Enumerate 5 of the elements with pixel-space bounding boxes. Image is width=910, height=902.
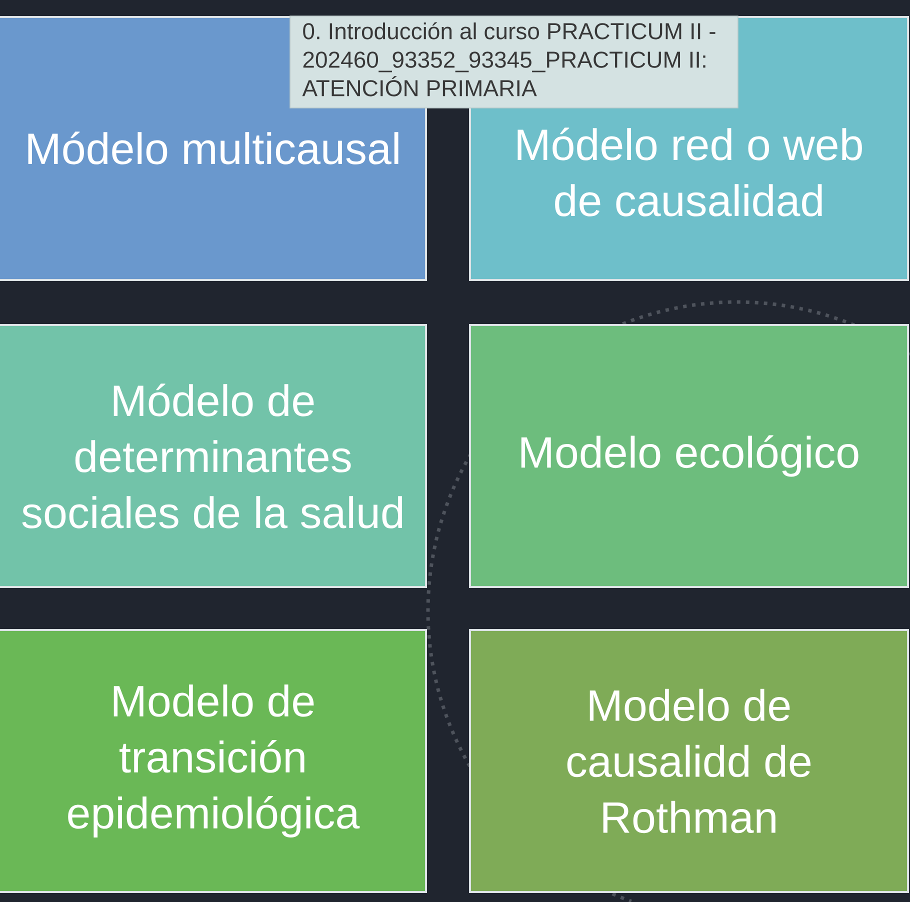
topic-tile: Módelo de determinantes sociales de la salud (0, 324, 427, 588)
tooltip: 0. Introducción al curso PRACTICUM II - 202460_93352_93345_PRACTICUM II: ATENCIÓN PRIMARIA (290, 16, 738, 108)
topic-tile: Modelo ecológico (469, 324, 909, 588)
topic-tile: Modelo de causalidd de Rothman (469, 629, 909, 893)
topic-tile: Modelo de transición epidemiológica (0, 629, 427, 893)
